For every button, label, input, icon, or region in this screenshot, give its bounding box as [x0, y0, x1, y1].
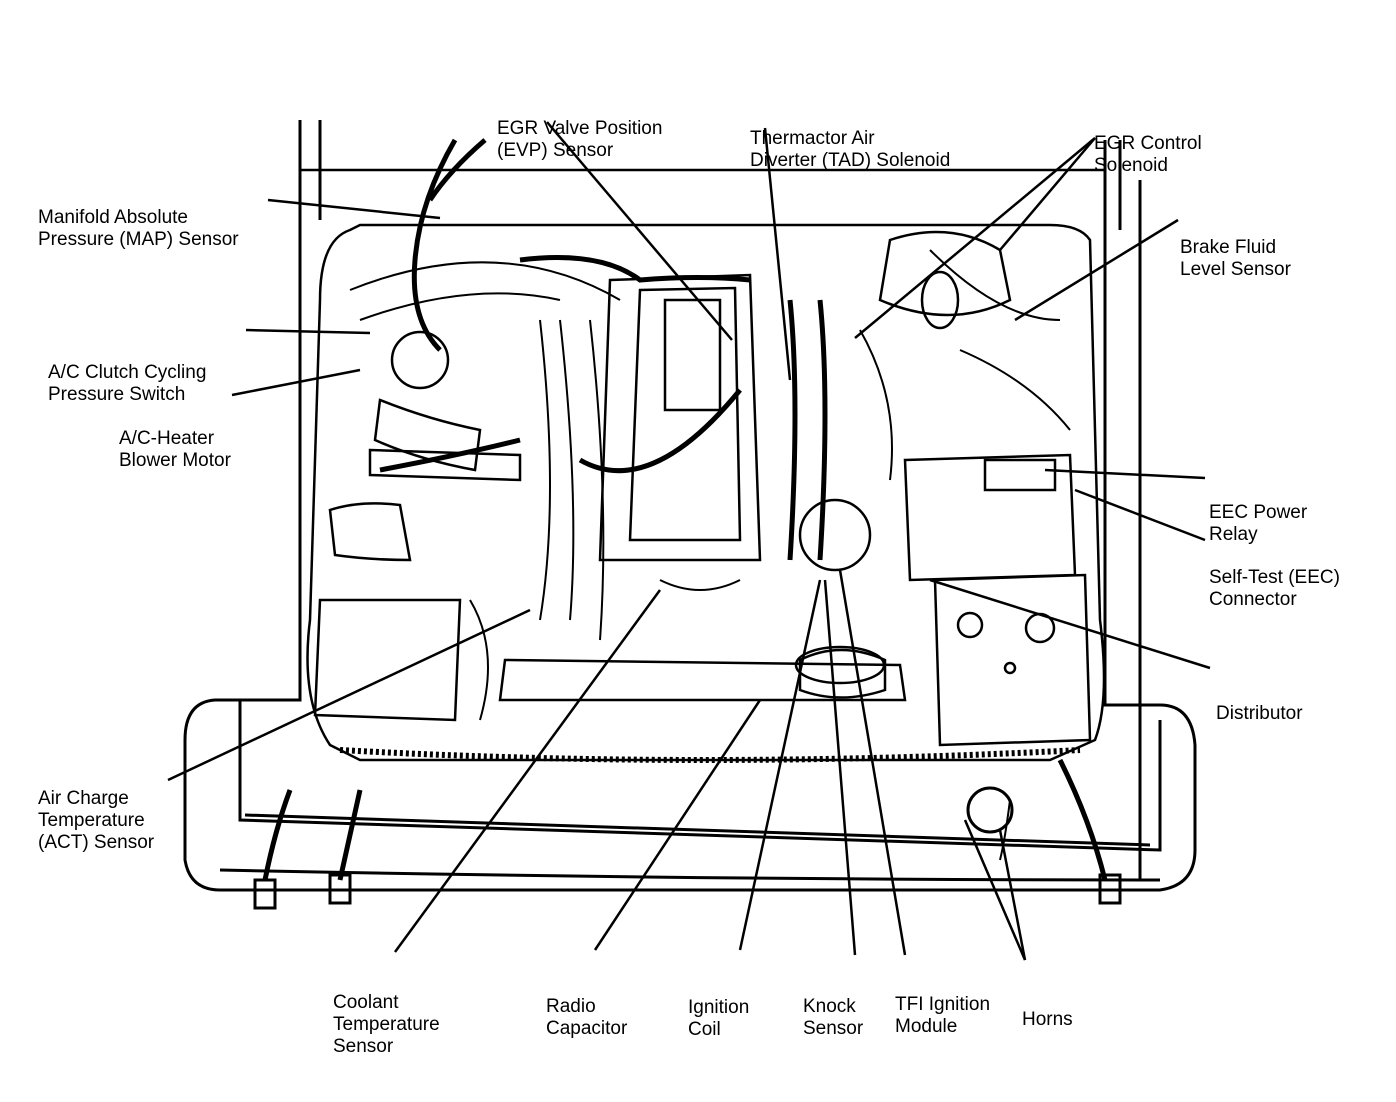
- label-self-test-connector: Self-Test (EEC)Connector: [1209, 567, 1340, 610]
- hoses: [262, 138, 1108, 881]
- leader-eec-relay: [1044, 468, 1206, 480]
- leader-evp-sensor: [546, 121, 733, 341]
- leader-tad-solenoid: [763, 127, 792, 381]
- leader-lines: [167, 121, 1211, 961]
- front-connectors: [253, 786, 1122, 910]
- label-horns: Horns: [1022, 1009, 1073, 1030]
- leader-horns-1: [963, 819, 1027, 961]
- leader-ac-clutch: [245, 328, 371, 335]
- battery: [933, 573, 1092, 747]
- leader-map-sensor: [267, 198, 441, 220]
- leader-coolant-sensor: [393, 589, 662, 953]
- leader-distributor: [929, 578, 1211, 670]
- label-distributor: Distributor: [1216, 703, 1303, 724]
- leader-tfi-module: [838, 569, 907, 956]
- engine-block: [498, 273, 907, 702]
- left-components: [313, 330, 522, 722]
- leader-ignition-coil: [738, 579, 822, 951]
- leader-ac-heater: [231, 368, 361, 397]
- leader-act-sensor: [167, 608, 531, 782]
- right-components: [798, 230, 1077, 582]
- compartment-outline: [300, 168, 1106, 763]
- wiring: [349, 249, 1071, 861]
- leader-egr-control-1: [854, 137, 1096, 339]
- label-evp-sensor: EGR Valve Position(EVP) Sensor: [497, 118, 663, 161]
- leader-radio-capacitor: [593, 699, 762, 951]
- leader-knock-sensor: [823, 579, 857, 956]
- leader-horns-2: [998, 829, 1027, 961]
- leader-self-test: [1074, 488, 1206, 542]
- leader-brake-fluid: [1014, 218, 1179, 322]
- leader-egr-control-2: [999, 137, 1096, 251]
- fender-outline: [183, 120, 1197, 892]
